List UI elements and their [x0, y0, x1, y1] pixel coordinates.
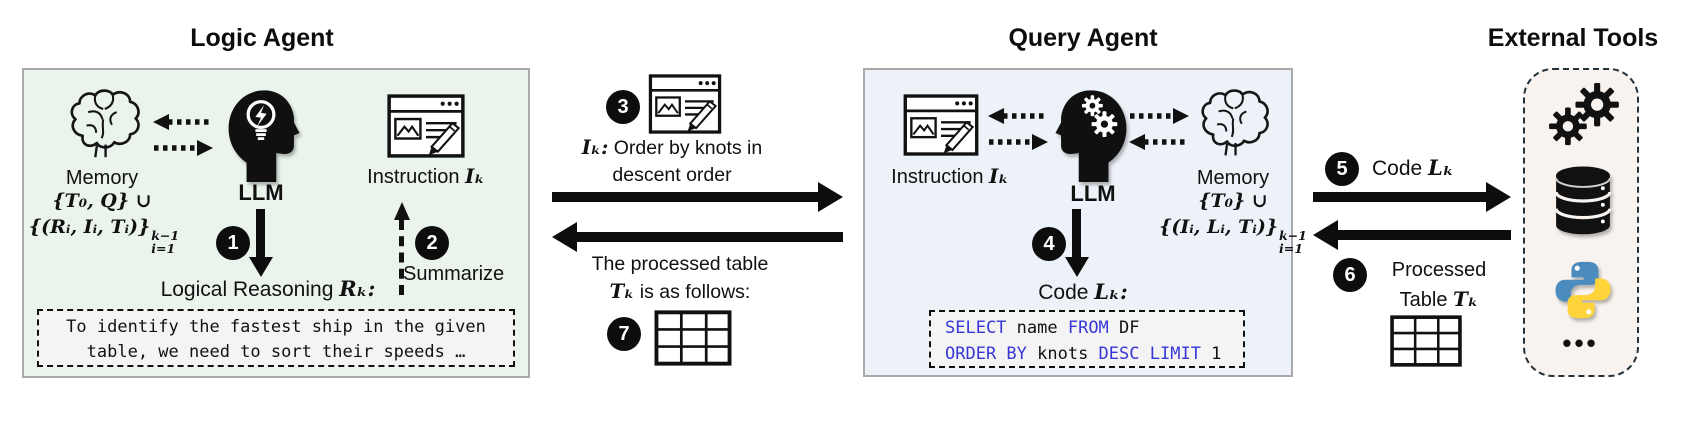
step-7-badge: 7	[607, 317, 641, 351]
llm-head-lightbulb-icon	[228, 90, 300, 182]
tools-to-query-arrow	[1338, 230, 1511, 240]
instruction-label: Instruction Iₖ	[367, 164, 485, 188]
bidirectional-dotted-arrows-icon	[153, 114, 213, 156]
memory-math-line1: {T₀, Q} ∪	[52, 190, 152, 212]
logic-to-query-arrow	[552, 192, 818, 202]
query-to-tools-arrow	[1313, 192, 1486, 202]
summarize-label: Summarize	[403, 263, 505, 285]
step-5-badge: 5	[1325, 152, 1359, 186]
instruction-message: Iₖ: Order by knots in descent order	[581, 136, 763, 186]
query-agent-panel: Instruction Iₖ	[863, 68, 1307, 377]
reasoning-text-line2: table, we need to sort their speeds …	[86, 342, 466, 362]
processed-table-label: Processed Table Tₖ	[1391, 259, 1487, 311]
query-agent-title: Query Agent	[1008, 24, 1158, 52]
query-to-logic-arrow	[577, 232, 843, 242]
logical-reasoning-label: Logical Reasoning Rₖ:	[160, 276, 376, 301]
python-logo-icon	[1555, 261, 1611, 319]
memory-label: Memory	[1196, 167, 1270, 189]
llm-label: LLM	[238, 180, 284, 205]
step-3-badge: 3	[606, 90, 640, 124]
brain-icon	[70, 89, 140, 158]
llm-head-gears-icon	[1055, 90, 1127, 182]
brain-icon	[1201, 89, 1269, 156]
instruction-document-icon	[648, 74, 722, 134]
code-label: Code Lₖ:	[1038, 279, 1128, 304]
llm-to-reasoning-arrow	[256, 209, 265, 257]
step-2-badge: 2	[415, 226, 449, 260]
summarize-dashed-up-arrow	[393, 202, 410, 295]
reasoning-text-line1: To identify the fastest ship in the give…	[66, 317, 486, 337]
reasoning-text-box: To identify the fastest ship in the give…	[37, 309, 515, 367]
table-grid-icon	[654, 310, 732, 366]
more-tools-ellipsis: •••	[1562, 328, 1599, 358]
external-tools-title: External Tools	[1487, 24, 1659, 52]
memory-label: Memory	[65, 167, 139, 189]
bidirectional-dotted-arrows-icon	[1129, 108, 1189, 150]
step-1-badge: 1	[216, 226, 250, 260]
instruction-document-icon	[903, 94, 979, 156]
database-icon	[1554, 166, 1612, 235]
instruction-label: Instruction Iₖ	[891, 164, 1009, 188]
memory-math-line1: {T₀} ∪	[1198, 190, 1268, 212]
instruction-document-icon	[387, 94, 465, 158]
external-tools-panel: •••	[1523, 68, 1639, 377]
step-6-badge: 6	[1333, 258, 1367, 292]
table-grid-icon	[1390, 315, 1462, 367]
bidirectional-dotted-arrows-icon	[988, 108, 1048, 150]
gears-icon	[1549, 82, 1619, 146]
processed-table-message: The processed table Tₖ is as follows:	[591, 253, 769, 303]
step-4-badge: 4	[1032, 227, 1066, 261]
code-message: Code Lₖ	[1372, 155, 1454, 180]
llm-to-code-arrow	[1072, 209, 1081, 257]
llm-label: LLM	[1070, 181, 1116, 206]
logic-agent-title: Logic Agent	[190, 24, 334, 52]
